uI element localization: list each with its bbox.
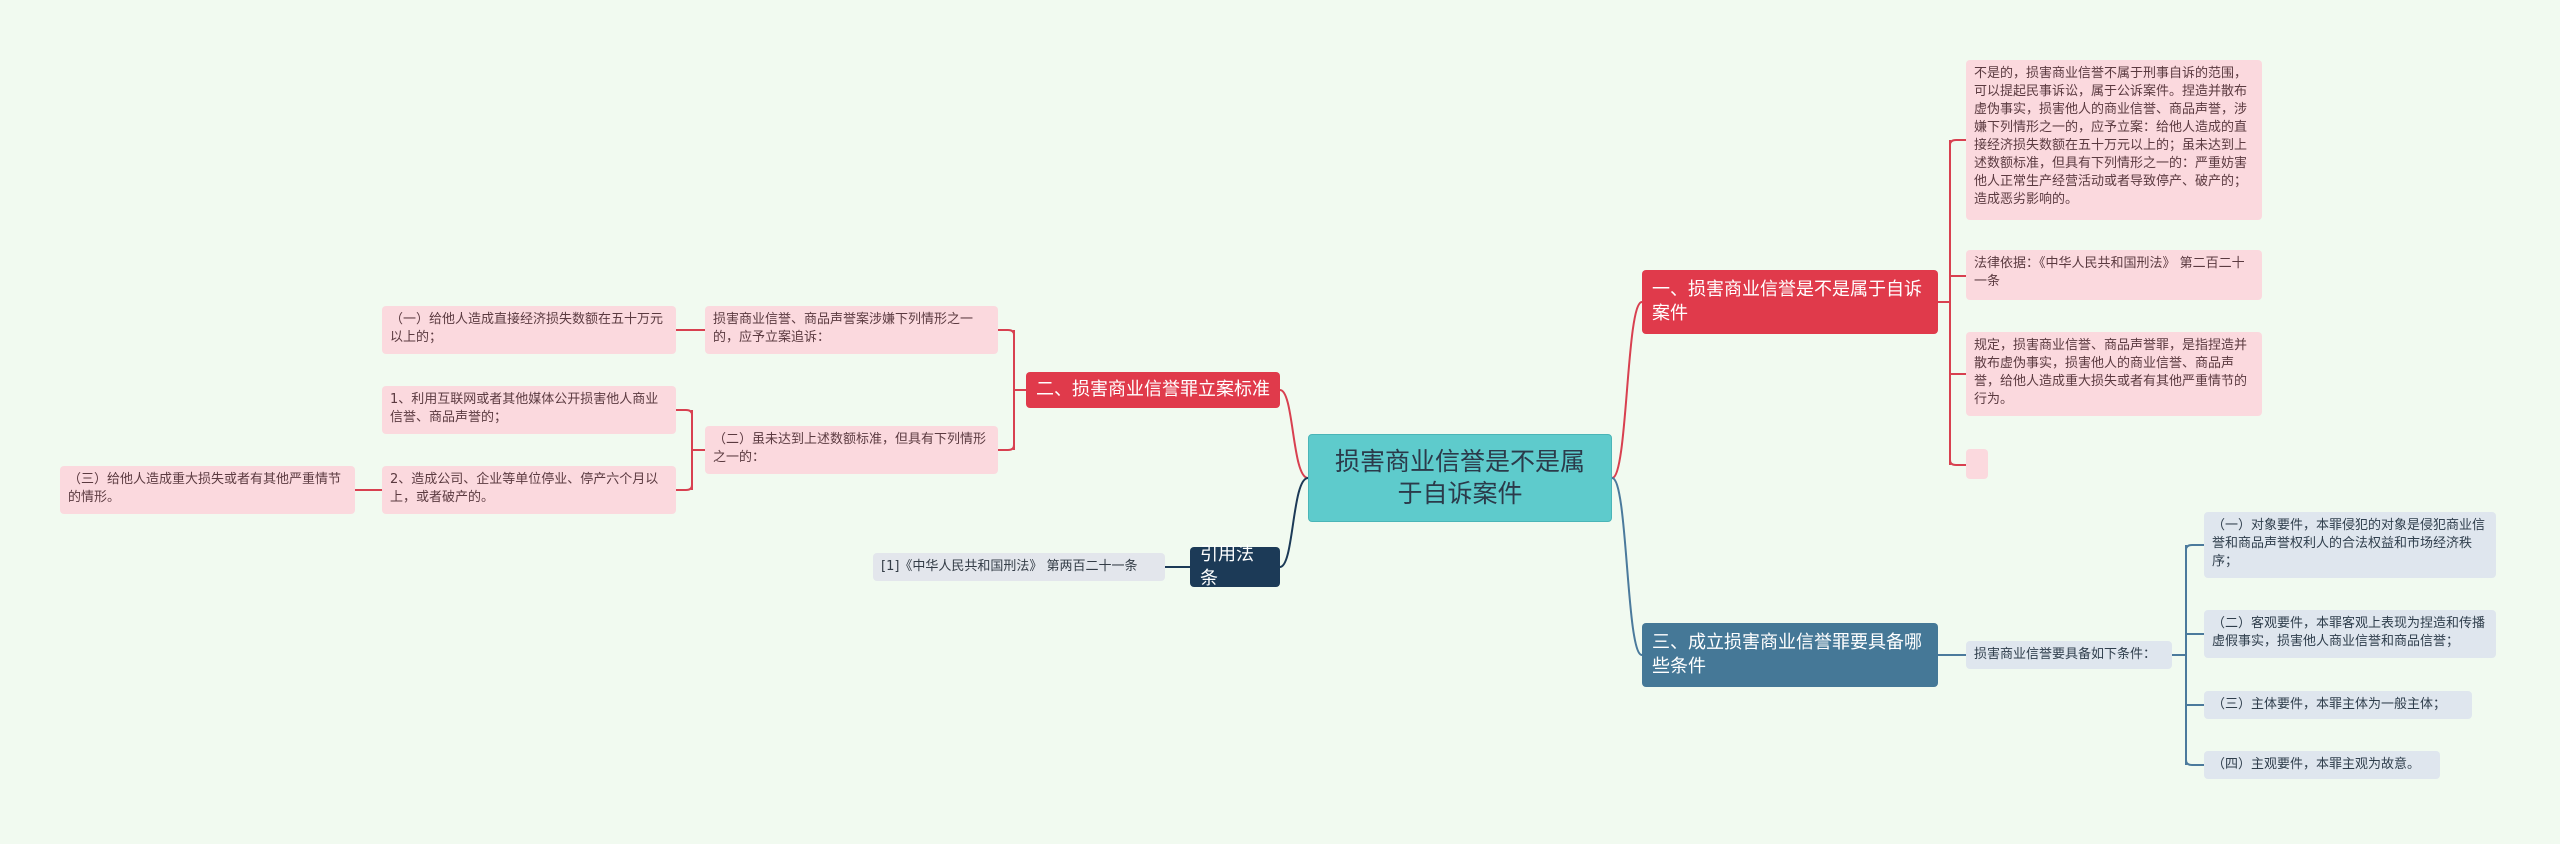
branch-topic-3-label: 三、成立损害商业信誉罪要具备哪些条件 (1652, 632, 1922, 677)
branch2-child-2-grandchild-2-text: 2、造成公司、企业等单位停业、停产六个月以上，或者破产的。 (390, 472, 659, 505)
cite-topic-label: 引用法条 (1200, 544, 1254, 589)
branch2-great-grandchild-text: （三）给他人造成重大损失或者有其他严重情节的情形。 (68, 472, 342, 505)
branch-topic-3[interactable]: 三、成立损害商业信誉罪要具备哪些条件 (1642, 623, 1938, 687)
link-b3-g4 (2185, 759, 2204, 766)
link-branch2-bracket (1013, 330, 1026, 450)
link-c2-g1 (676, 409, 693, 416)
cite-child[interactable]: [1]《中华人民共和国刑法》 第两百二十一条 (873, 553, 1165, 581)
branch3-grandchild-2-text: （二）客观要件，本罪客观上表现为捏造和传播虚假事实，损害他人商业信誉和商品信誉； (2212, 616, 2486, 649)
branch2-child-1-text: 损害商业信誉、商品声誉案涉嫌下列情形之一的，应予立案追诉： (713, 312, 974, 345)
branch-topic-2[interactable]: 二、损害商业信誉罪立案标准 (1026, 372, 1280, 408)
branch-topic-1[interactable]: 一、损害商业信誉是不是属于自诉案件 (1642, 270, 1938, 334)
branch2-child-1[interactable]: 损害商业信誉、商品声誉案涉嫌下列情形之一的，应予立案追诉： (705, 306, 998, 354)
branch3-grandchild-4[interactable]: （四）主观要件，本罪主观为故意。 (2204, 751, 2440, 779)
branch1-leaf-3[interactable]: 规定，损害商业信誉、商品声誉罪，是指捏造并散布虚伪事实，损害他人的商业信誉、商品… (1966, 332, 2262, 416)
branch2-child-1-grandchild-1-text: （一）给他人造成直接经济损失数额在五十万元以上的； (390, 312, 664, 345)
link-root-branch2 (1279, 389, 1309, 479)
link-root-branch3 (1611, 477, 1643, 656)
link-branch2-c1 (998, 329, 1015, 336)
branch1-leaf-2-text: 法律依据：《中华人民共和国刑法》 第二百二十一条 (1974, 256, 2245, 289)
branch3-child-text: 损害商业信誉要具备如下条件： (1974, 647, 2157, 662)
branch3-grandchild-2[interactable]: （二）客观要件，本罪客观上表现为捏造和传播虚假事实，损害他人商业信誉和商品信誉； (2204, 610, 2496, 658)
branch3-child[interactable]: 损害商业信誉要具备如下条件： (1966, 641, 2172, 669)
branch3-grandchild-4-text: （四）主观要件，本罪主观为故意。 (2212, 757, 2421, 772)
branch2-child-2[interactable]: （二）虽未达到上述数额标准，但具有下列情形之一的： (705, 426, 998, 474)
branch2-child-1-grandchild-1[interactable]: （一）给他人造成直接经济损失数额在五十万元以上的； (382, 306, 676, 354)
branch2-child-2-text: （二）虽未达到上述数额标准，但具有下列情形之一的： (713, 432, 987, 465)
link-root-branch1 (1611, 301, 1643, 479)
branch1-leaf-1-text: 不是的，损害商业信誉不属于刑事自诉的范围，可以提起民事诉讼，属于公诉案件。捏造并… (1974, 66, 2248, 207)
root-topic[interactable]: 损害商业信誉是不是属于自诉案件 (1308, 434, 1612, 522)
branch1-leaf-3-text: 规定，损害商业信誉、商品声誉罪，是指捏造并散布虚伪事实，损害他人的商业信誉、商品… (1974, 338, 2248, 407)
branch2-child-2-grandchild-2[interactable]: 2、造成公司、企业等单位停业、停产六个月以上，或者破产的。 (382, 466, 676, 514)
link-c2-bracket (691, 410, 705, 490)
cite-topic[interactable]: 引用法条 (1190, 544, 1280, 589)
link-b3-bracket (2172, 545, 2187, 765)
branch2-child-2-grandchild-1-text: 1、利用互联网或者其他媒体公开损害他人商业信誉、商品声誉的； (390, 392, 659, 425)
branch2-great-grandchild[interactable]: （三）给他人造成重大损失或者有其他严重情节的情形。 (60, 466, 355, 514)
branch3-grandchild-3[interactable]: （三）主体要件，本罪主体为一般主体； (2204, 691, 2472, 719)
link-branch2-c2 (998, 444, 1015, 451)
branch3-grandchild-1[interactable]: （一）对象要件，本罪侵犯的对象是侵犯商业信誉和商品声誉权利人的合法权益和市场经济… (2204, 512, 2496, 578)
branch3-grandchild-1-text: （一）对象要件，本罪侵犯的对象是侵犯商业信誉和商品声誉权利人的合法权益和市场经济… (2212, 518, 2486, 569)
branch1-leaf-1[interactable]: 不是的，损害商业信誉不属于刑事自诉的范围，可以提起民事诉讼，属于公诉案件。捏造并… (1966, 60, 2262, 220)
branch2-child-2-grandchild-1[interactable]: 1、利用互联网或者其他媒体公开损害他人商业信誉、商品声誉的； (382, 386, 676, 434)
link-branch1-c1 (1949, 139, 1966, 146)
link-root-cite (1279, 477, 1309, 568)
branch1-leaf-4-empty[interactable] (1966, 449, 1988, 479)
branch1-leaf-2[interactable]: 法律依据：《中华人民共和国刑法》 第二百二十一条 (1966, 250, 2262, 300)
link-c2-g2 (676, 484, 693, 491)
root-topic-label: 损害商业信誉是不是属于自诉案件 (1334, 447, 1585, 508)
link-branch1-bracket (1938, 140, 1951, 465)
branch3-grandchild-3-text: （三）主体要件，本罪主体为一般主体； (2212, 697, 2447, 712)
link-branch1-c4 (1949, 459, 1966, 466)
branch-topic-2-label: 二、损害商业信誉罪立案标准 (1036, 379, 1270, 400)
cite-child-text: [1]《中华人民共和国刑法》 第两百二十一条 (881, 559, 1138, 574)
branch-topic-1-label: 一、损害商业信誉是不是属于自诉案件 (1652, 279, 1922, 324)
link-b3-g1 (2185, 544, 2204, 551)
